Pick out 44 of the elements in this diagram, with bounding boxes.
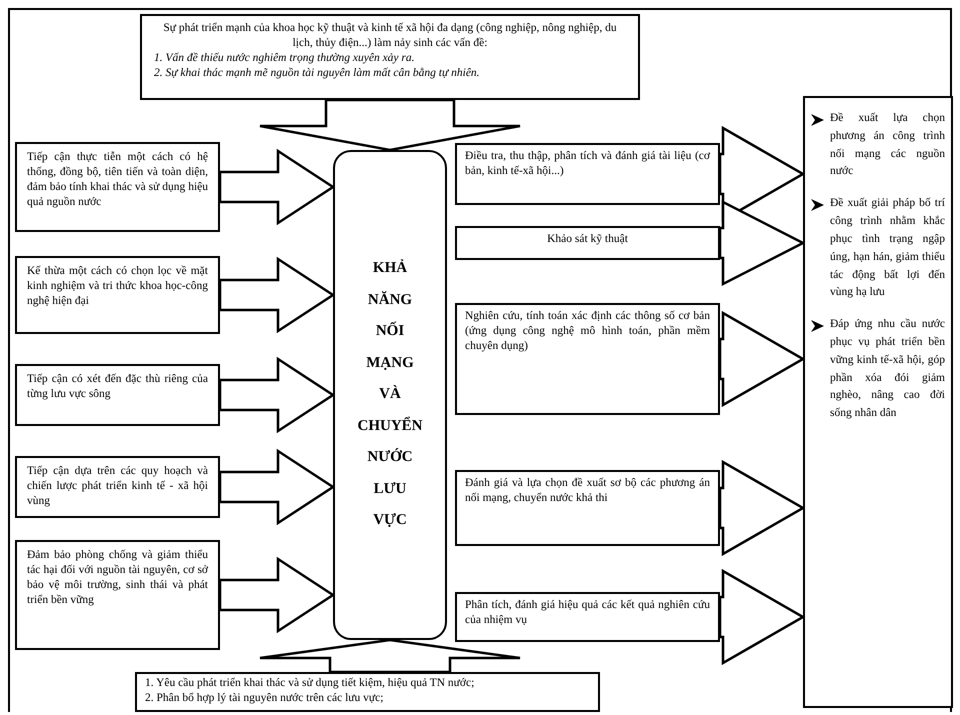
task-text: Phân tích, đánh giá hiệu quả các kết quả nghiên cứu của nhiệm vụ [465,598,710,628]
task-box [455,592,720,642]
block-arrow [718,460,806,556]
requirement-text: 1. Yêu cầu phát triển khai thác và sử dụng tiết kiệm, hiệu quả TN nước; [145,676,476,691]
approach-text: Tiếp cận có xét đến đặc thù riêng của từng lưu vực sông [27,372,208,402]
outcome-text: Đáp ứng nhu cầu nước phục vụ phát triển bền vững kinh tế-xã hội, góp phần xóa đói giảm nghèo, nâng cao đời sống nhân dân [830,317,945,422]
approach-box [15,456,220,518]
requirement-box [135,672,600,712]
central-rounded-box [333,150,447,640]
task-text: Đánh giá và lựa chọn đề xuất sơ bộ các phương án nối mạng, chuyển nước khả thi [465,476,710,506]
approach-box [15,256,220,334]
task-box [455,143,720,205]
task-text: Khảo sát kỹ thuật [546,232,629,247]
approach-text: Tiếp cận dựa trên các quy hoạch và chiến lược phát triển kinh tế - xã hội vùng [27,464,208,509]
task-text: Nghiên cứu, tính toán xác định các thông số cơ bản (ứng dụng công nghệ mô hình toán, phần mềm chuyên dụng) [465,309,710,354]
approach-box [15,142,220,232]
problem-text: 1. Vấn đề thiếu nước nghiêm trọng thường xuyên xảy ra. [154,50,416,66]
outcome-text: Đề xuất giải pháp bố trí công trình nhằm khắc phục tình trạng ngập úng, hạn hán, giảm thiểu tác động bất lợi đến vùng hạ lưu [830,196,945,300]
block-arrow [258,98,522,152]
problem-text: 2. Sự khai thác mạnh mẽ nguồn tài nguyên làm mất cân bằng tự nhiên. [154,66,481,81]
problem-box [140,14,640,100]
task-box [455,470,720,546]
outcome-text: Đề xuất lựa chọn phương án công trình nối mạng các nguồn nước [830,111,945,180]
problem-text: Sự phát triển mạnh của khoa học kỹ thuật và kinh tế xã hội đa dạng (công nghiệp, nông nghiệp, du lịch, thủy điện...) làm nảy sinh các vấn đề: [162,21,618,51]
block-arrow [218,356,336,434]
central-title: KHẢ NĂNG NỐI MẠNG VÀ CHUYỂN NƯỚC LƯU VỰC [358,258,422,530]
task-box [455,226,720,260]
task-text: Điều tra, thu thập, phân tích và đánh giá tài liệu (cơ bản, kinh tế-xã hội...) [465,149,710,179]
block-arrow [218,256,336,334]
approach-box [15,364,220,426]
block-arrow [218,556,336,634]
block-arrow [718,568,806,666]
block-arrow [258,638,522,674]
block-arrow [718,310,806,408]
approach-text: Tiếp cận thực tiễn một cách có hệ thống, đồng bộ, tiên tiến và toàn diện, đảm bảo tính khai thác và sử dụng hiệu quả nguồn nước [27,150,208,210]
outcome-box [803,96,953,708]
approach-text: Kế thừa một cách có chọn lọc về mặt kinh nghiệm và tri thức khoa học-công nghệ hiện đại [27,264,208,309]
block-arrow [718,200,806,286]
requirement-text: 2. Phân bổ hợp lý tài nguyên nước trên các lưu vực; [145,690,384,706]
task-box [455,303,720,415]
block-arrow [218,448,336,526]
block-arrow [218,148,336,226]
approach-box [15,540,220,650]
approach-text: Đảm bảo phòng chống và giảm thiểu tác hại đối với nguồn tài nguyên, cơ sở bảo vệ môi trường, sinh thái và phát triển bền vững [27,548,208,608]
